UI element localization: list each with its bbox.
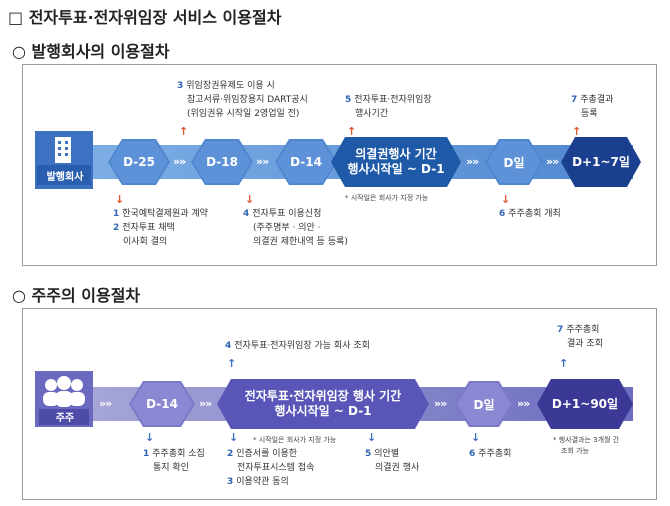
building-icon [37,137,91,185]
arrow-up-icon: ↑ [572,125,582,138]
arrow-down-icon: ↓ [115,193,125,206]
arrow-up-icon: ↑ [347,125,357,138]
chevron-right-icon: »» [173,155,186,168]
shareholder-step-d14-label: D-14 [131,383,193,425]
arrow-up-icon: ↑ [179,125,189,138]
shareholder-final-note: * 행사결과는 3개월 간 조회 가능 [553,436,620,455]
issuer-step-d25: D-25 [108,139,170,185]
shareholder-dday-label: D일 [457,383,511,425]
issuer-step-d18-label: D-18 [193,141,251,183]
chevron-right-icon: »» [256,155,269,168]
arrow-down-icon: ↓ [367,431,377,444]
issuer-section-heading: ○ 발행회사의 이용절차 [12,42,170,61]
shareholder-voting-period-range: 행사시작일 ~ D-1 [274,404,372,418]
shareholder-period-note: * 시작일은 회사가 지정 가능 [253,436,337,444]
shareholder-actor-label: 주주 [55,413,75,424]
issuer-dday-label: D일 [487,141,541,183]
issuer-final-label: D+1~7일 [572,154,630,169]
issuer-actor-label: 발행회사 [46,172,84,183]
issuer-voting-period: 의결권행사 기간 행사시작일 ~ D-1 [331,137,461,187]
page-title: □ 전자투표·전자위임장 서비스 이용절차 [8,8,282,27]
shareholder-final-step: D+1~90일 [537,379,633,429]
arrow-up-icon: ↑ [559,357,569,370]
shareholder-voting-period: 전자투표·전자위임장 행사 기간 행사시작일 ~ D-1 [217,379,429,429]
issuer-step-d14: D-14 [275,139,337,185]
shareholder-section-heading: ○ 주주의 이용절차 [12,286,141,305]
people-icon [39,376,89,425]
chevron-right-icon: »» [466,155,479,168]
chevron-right-icon: »» [517,397,530,410]
issuer-step-d14-label: D-14 [277,141,335,183]
shareholder-dday: D일 [455,381,513,427]
arrow-down-icon: ↓ [245,193,255,206]
chevron-right-icon: »» [99,397,112,410]
issuer-final-step: D+1~7일 [561,137,641,187]
chevron-right-icon: »» [199,397,212,410]
issuer-step-d25-label: D-25 [110,141,168,183]
shareholder-final-label: D+1~90일 [551,396,619,411]
issuer-step-d18: D-18 [191,139,253,185]
arrow-down-icon: ↓ [471,431,481,444]
issuer-company-badge [35,131,93,189]
issuer-voting-period-range: 행사시작일 ~ D-1 [347,162,445,176]
arrow-up-icon: ↑ [227,357,237,370]
chevron-right-icon: »» [546,155,559,168]
shareholder-step-d14: D-14 [129,381,195,427]
chevron-right-icon: »» [434,397,447,410]
arrow-down-icon: ↓ [229,431,239,444]
shareholder-voting-period-title: 전자투표·전자위임장 행사 기간 [244,389,402,403]
shareholder-badge [35,371,93,427]
issuer-period-note: * 시작일은 회사가 지정 가능 [345,194,429,202]
issuer-voting-period-title: 의결권행사 기간 [355,147,437,161]
arrow-down-icon: ↓ [145,431,155,444]
issuer-dday: D일 [485,139,543,185]
arrow-down-icon: ↓ [501,193,511,206]
